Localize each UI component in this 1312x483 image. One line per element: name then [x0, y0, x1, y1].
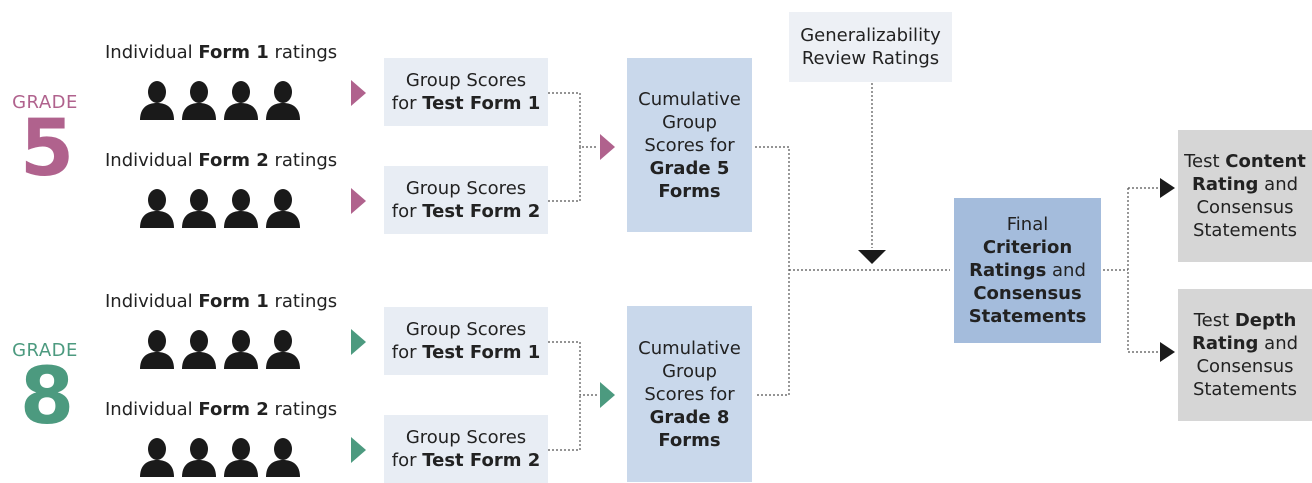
person-silhouette-icon — [180, 437, 218, 477]
person-silhouette-icon — [222, 188, 260, 228]
g5-form1-arrow-icon — [351, 80, 366, 106]
person-silhouette-icon — [222, 437, 260, 477]
g8-form1-ratings-label: Individual Form 1 ratings — [105, 291, 338, 312]
g8-cumulative-arrow-icon — [600, 382, 615, 408]
person-silhouette-icon — [264, 188, 302, 228]
grade-5-label: GRADE — [12, 92, 78, 113]
final-criterion-ratings: Final Criterion Ratings and Consensus St… — [954, 198, 1101, 343]
person-silhouette-icon — [222, 80, 260, 120]
grade-5-number: 5 — [19, 104, 75, 194]
g5-cumulative-scores: Cumulative Group Scores for Grade 5 Form… — [627, 58, 752, 232]
generalizability-review-ratings: Generalizability Review Ratings — [789, 12, 952, 82]
g8-cumulative-scores: Cumulative Group Scores for Grade 8 Form… — [627, 306, 752, 482]
review-arrow-icon — [858, 250, 886, 264]
person-silhouette-icon — [264, 329, 302, 369]
depth-arrow-icon — [1160, 342, 1175, 362]
g8-group-scores-form2: Group Scores for Test Form 2 — [384, 415, 548, 483]
test-depth-rating-output: Test Depth Rating and Consensus Statemen… — [1178, 289, 1312, 421]
g8-form2-arrow-icon — [351, 437, 366, 463]
g8-form1-arrow-icon — [351, 329, 366, 355]
g5-form2-arrow-icon — [351, 188, 366, 214]
g5-form2-ratings-label: Individual Form 2 ratings — [105, 150, 338, 171]
person-silhouette-icon — [264, 437, 302, 477]
g5-group-scores-form1: Group Scores for Test Form 1 — [384, 58, 548, 126]
person-silhouette-icon — [138, 329, 176, 369]
grade-8-label: GRADE — [12, 340, 78, 361]
g5-group-scores-form2: Group Scores for Test Form 2 — [384, 166, 548, 234]
grade-8-number: 8 — [19, 352, 75, 442]
g5-cumulative-arrow-icon — [600, 134, 615, 160]
g8-group-scores-form1: Group Scores for Test Form 1 — [384, 307, 548, 375]
person-silhouette-icon — [138, 188, 176, 228]
g5-form2-raters — [138, 188, 302, 228]
test-content-rating-output: Test Content Rating and Consensus Statem… — [1178, 130, 1312, 262]
g8-form1-raters — [138, 329, 302, 369]
g5-form1-raters — [138, 80, 302, 120]
g5-form1-ratings-label: Individual Form 1 ratings — [105, 42, 338, 63]
person-silhouette-icon — [180, 188, 218, 228]
g8-form2-raters — [138, 437, 302, 477]
g8-form2-ratings-label: Individual Form 2 ratings — [105, 399, 338, 420]
person-silhouette-icon — [138, 437, 176, 477]
person-silhouette-icon — [180, 329, 218, 369]
content-arrow-icon — [1160, 178, 1175, 198]
person-silhouette-icon — [180, 80, 218, 120]
person-silhouette-icon — [138, 80, 176, 120]
person-silhouette-icon — [264, 80, 302, 120]
person-silhouette-icon — [222, 329, 260, 369]
